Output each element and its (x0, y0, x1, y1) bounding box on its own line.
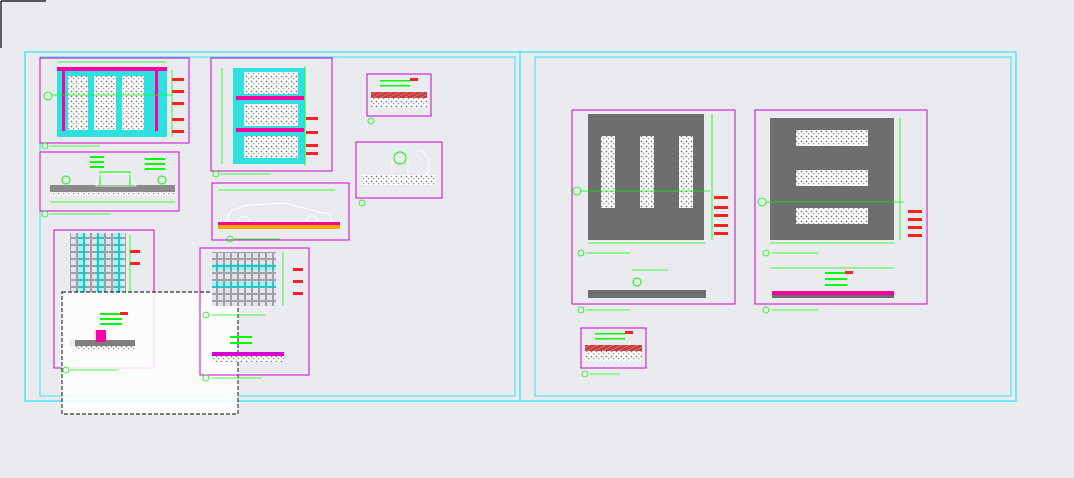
detail-7-section[interactable] (366, 73, 432, 125)
detail-5-car-section[interactable] (211, 182, 350, 243)
detail-8-curb-section[interactable] (355, 141, 443, 207)
sheet-right[interactable] (519, 51, 1017, 402)
detail-right-section-small[interactable] (580, 327, 647, 378)
selection-window[interactable] (61, 291, 239, 415)
detail-2-parking-section[interactable] (39, 151, 180, 218)
detail-1-parking-plan[interactable] (39, 57, 190, 150)
detail-4-parking-plan[interactable] (210, 57, 333, 178)
detail-right-plan-vertical[interactable] (571, 109, 736, 314)
detail-6-paver-plan[interactable] (199, 247, 310, 382)
detail-right-plan-horizontal[interactable] (754, 109, 928, 314)
ucs-axis-icon (0, 0, 46, 48)
